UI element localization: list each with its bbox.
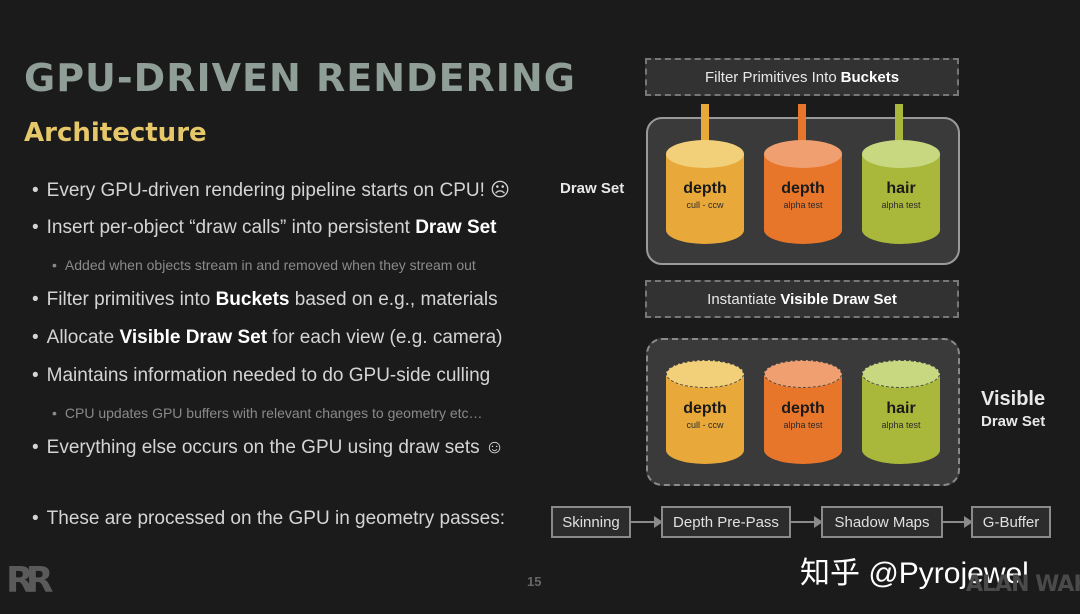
pass-connector <box>943 516 973 528</box>
bucket-depth-cull: depth cull - ccw <box>666 140 744 244</box>
sub-bullet-cpu-updates: CPU updates GPU buffers with relevant ch… <box>52 405 483 421</box>
visible-bucket-hair-alpha: hair alpha test <box>862 360 940 464</box>
bucket-name: depth <box>683 400 727 417</box>
visible-bucket-depth-cull: depth cull - ccw <box>666 360 744 464</box>
slide-title: GPU-DRIVEN RENDERING <box>24 56 576 100</box>
pass-connector <box>631 516 663 528</box>
bullet-visible-draw-set: Allocate Visible Draw Set for each view … <box>32 327 503 349</box>
bucket-name: depth <box>683 180 727 197</box>
bucket-name: depth <box>781 180 825 197</box>
bucket-sub: cull - ccw <box>686 420 724 430</box>
bucket-name: depth <box>781 400 825 417</box>
bucket-hair-alpha: hair alpha test <box>862 140 940 244</box>
bucket-sub: alpha test <box>881 200 921 210</box>
sub-bullet-stream: Added when objects stream in and removed… <box>52 257 476 273</box>
bucket-name: hair <box>886 180 916 197</box>
visible-label: Visible <box>981 388 1046 410</box>
visible-draw-set-label: Draw Set <box>981 413 1046 430</box>
bullet-geometry-passes: These are processed on the GPU in geomet… <box>32 508 505 530</box>
pass-gbuffer: G-Buffer <box>971 506 1051 538</box>
page-number: 15 <box>527 574 542 589</box>
bucket-sub: alpha test <box>881 420 921 430</box>
pass-depth-prepass: Depth Pre-Pass <box>661 506 791 538</box>
bucket-sub: alpha test <box>783 420 823 430</box>
bullet-draw-set: Insert per-object “draw calls” into pers… <box>32 217 497 239</box>
bucket-name: hair <box>886 400 916 417</box>
pass-shadow-maps: Shadow Maps <box>821 506 943 538</box>
pass-connector <box>791 516 823 528</box>
bullet-cpu-start: Every GPU-driven rendering pipeline star… <box>32 179 510 202</box>
pass-skinning: Skinning <box>551 506 631 538</box>
bucket-sub: cull - ccw <box>686 200 724 210</box>
bullet-buckets: Filter primitives into Buckets based on … <box>32 289 498 311</box>
slide-subtitle: Architecture <box>24 118 207 148</box>
watermark: 知乎 @Pyrojewel <box>800 557 1029 590</box>
game-logo: ALAN WAKE II <box>966 572 1080 597</box>
bullet-culling-info: Maintains information needed to do GPU-s… <box>32 365 491 387</box>
draw-set-label: Draw Set <box>560 180 625 197</box>
presenter-logo: RR <box>6 560 54 601</box>
bucket-sub: alpha test <box>783 200 823 210</box>
visible-bucket-depth-alpha: depth alpha test <box>764 360 842 464</box>
bucket-depth-alpha: depth alpha test <box>764 140 842 244</box>
bullet-gpu-draw-sets: Everything else occurs on the GPU using … <box>32 437 505 459</box>
